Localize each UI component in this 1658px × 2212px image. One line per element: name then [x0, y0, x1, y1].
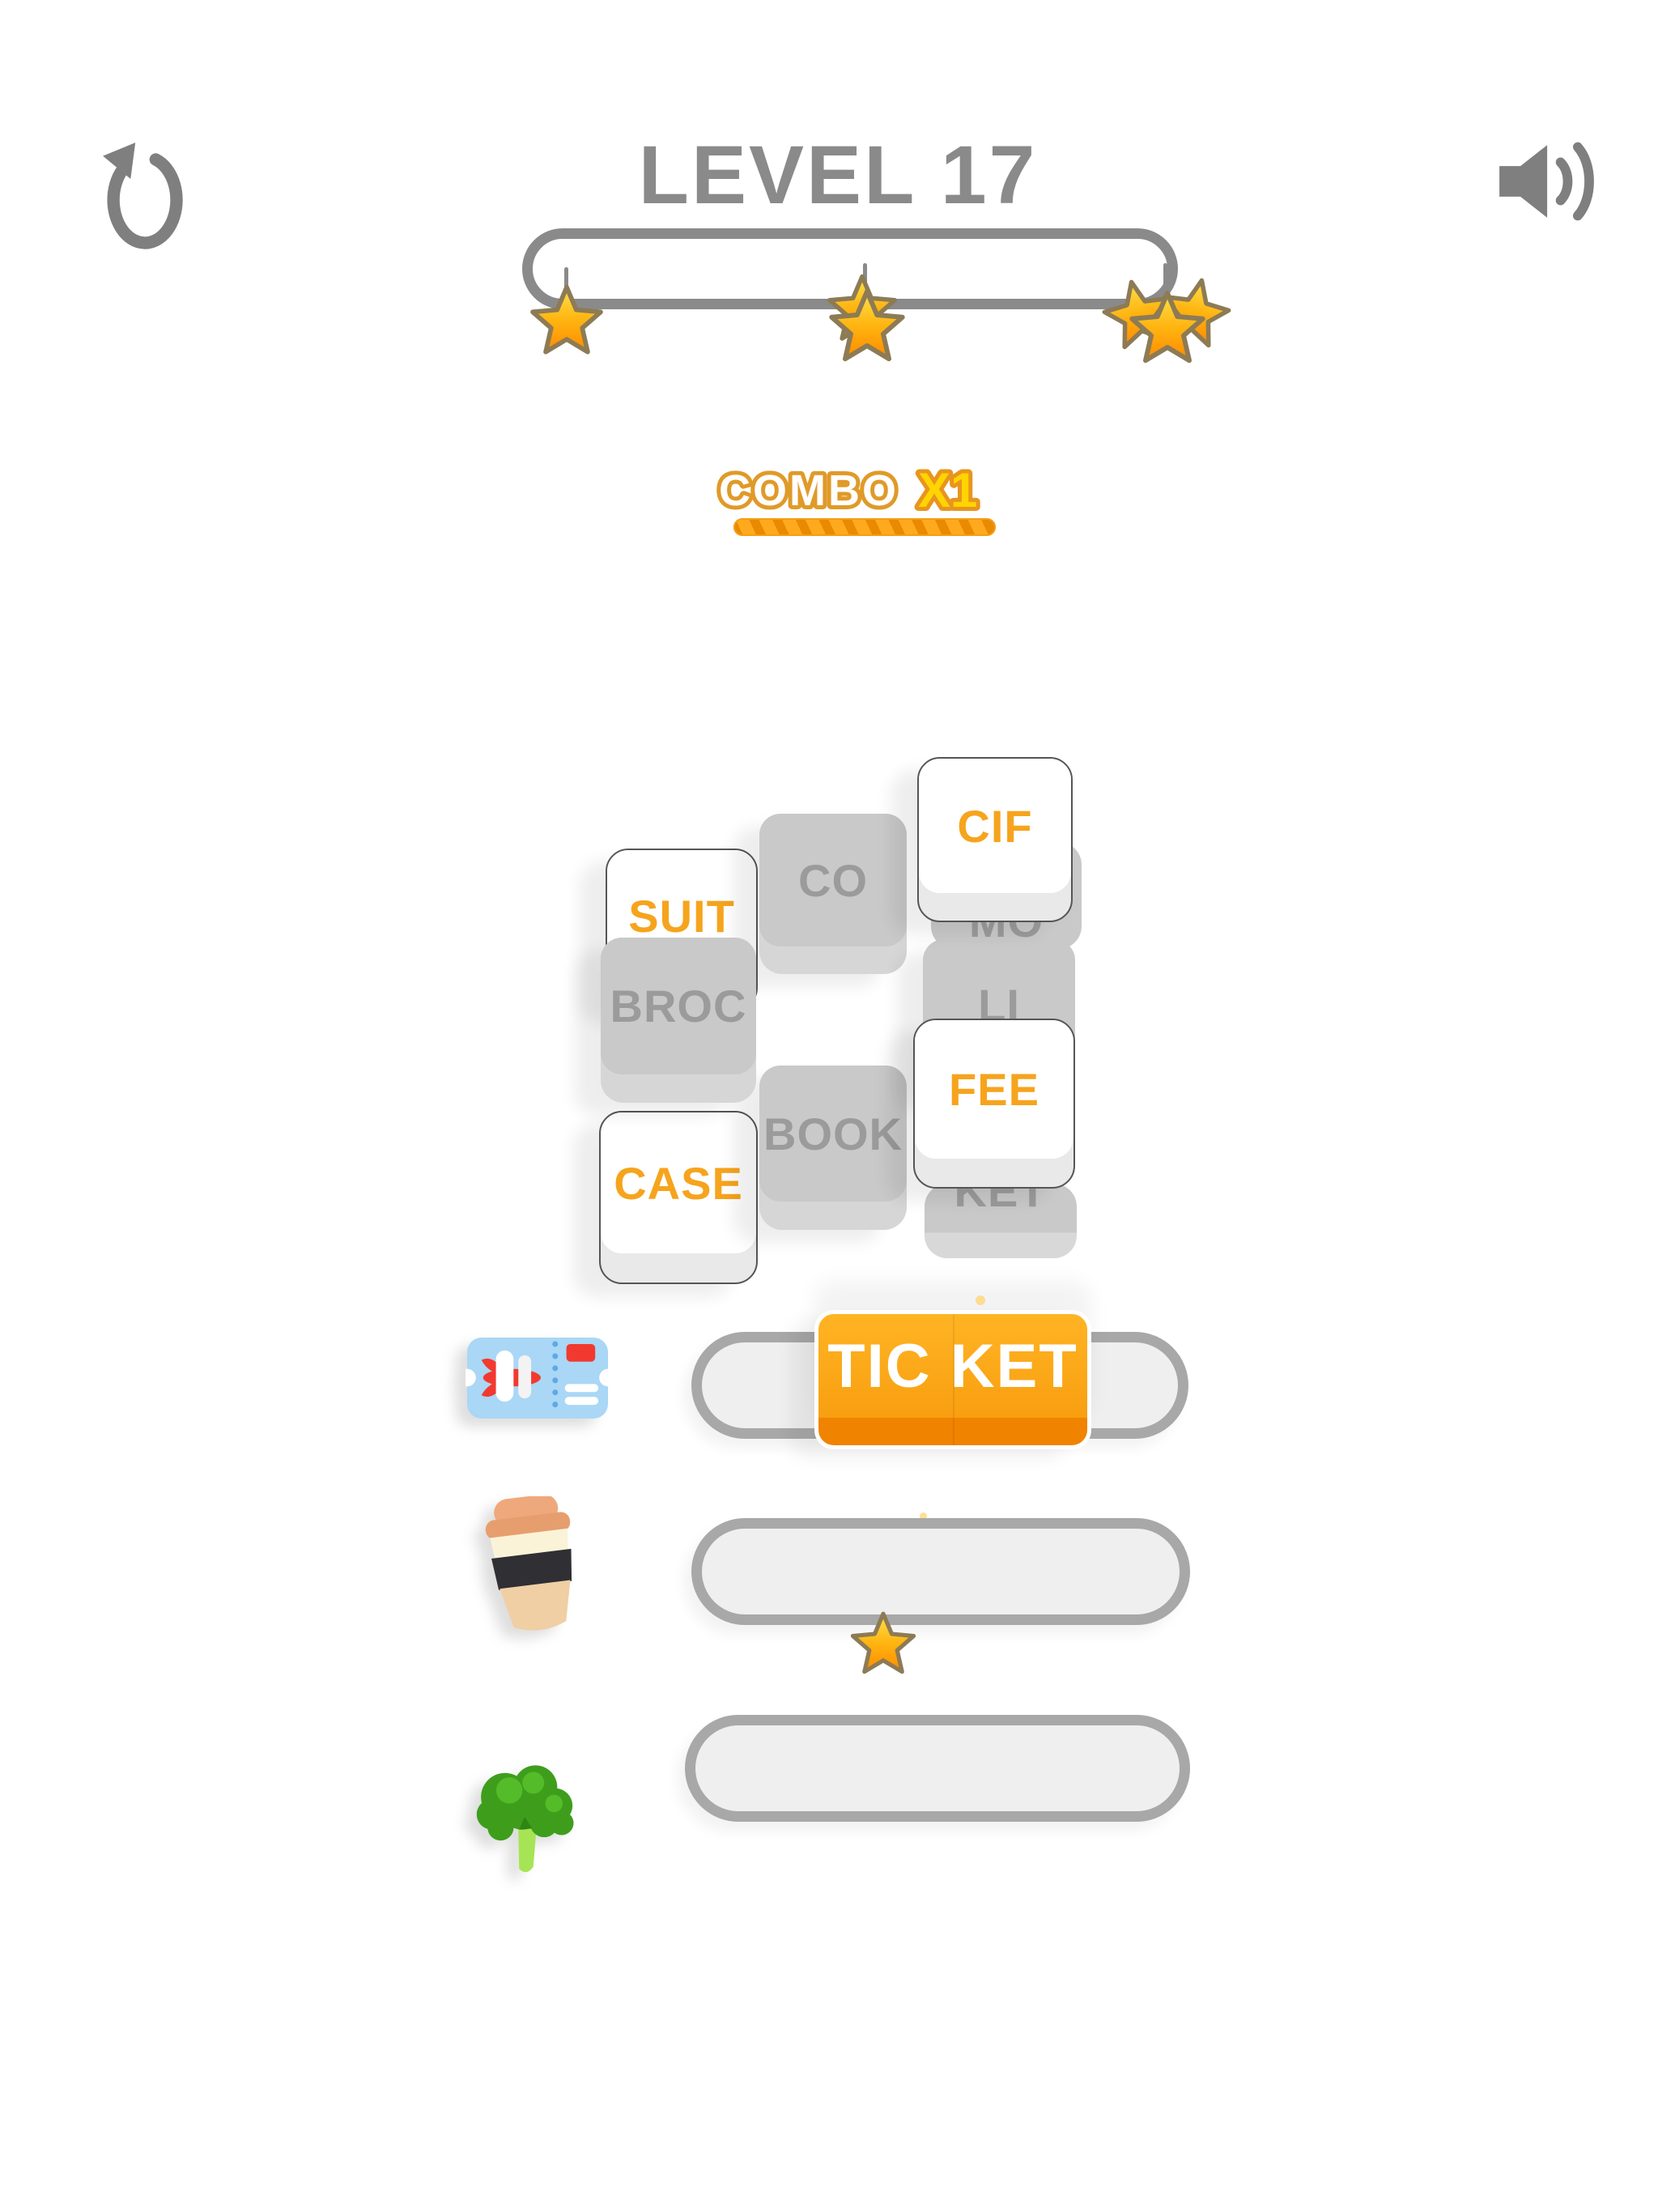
combo-indicator: COMBO X1 — [715, 459, 981, 521]
tile-letters: CO — [798, 854, 868, 906]
tile-letters: SUIT — [628, 890, 735, 942]
sparkle-dot — [920, 1512, 927, 1520]
tile-letters: BROC — [610, 981, 747, 1032]
tile-letters: FEE — [949, 1063, 1039, 1115]
combo-meter-bar — [733, 518, 996, 536]
milestone-3-stars-icon — [1099, 270, 1239, 374]
coffee-cup-icon — [485, 1496, 572, 1631]
board-tile-broc[interactable]: BROC — [601, 938, 756, 1103]
sparkle-dot — [976, 1295, 985, 1305]
tile-letters: CASE — [614, 1157, 743, 1209]
plane-ticket-icon — [466, 1338, 610, 1419]
solved-word-text: TIC KET — [827, 1331, 1078, 1401]
level-progress-bar — [522, 228, 1178, 309]
speaker-on-icon — [1499, 142, 1594, 221]
tile-letters: CIF — [957, 800, 1033, 852]
answer-slot-coffee — [691, 1518, 1190, 1625]
restart-arrow-icon — [103, 143, 183, 249]
board-tile-cif[interactable]: CIF — [917, 757, 1073, 922]
board-tile-case[interactable]: CASE — [599, 1111, 758, 1284]
board-tile-co[interactable]: CO — [759, 814, 907, 974]
page-title: LEVEL 17 — [638, 129, 1038, 221]
milestone-1-star-icon — [528, 280, 606, 363]
broccoli-icon — [476, 1765, 574, 1873]
solved-word-tile-ticket: TIC KET — [814, 1310, 1091, 1449]
tile-letters: KET — [954, 1184, 1048, 1216]
sound-button[interactable] — [1491, 134, 1613, 229]
restart-button[interactable] — [97, 131, 193, 259]
star-string — [1163, 263, 1167, 310]
milestone-2-stars-icon — [806, 272, 927, 371]
board-tile-fee[interactable]: FEE — [913, 1019, 1075, 1189]
tile-letters: BOOK — [763, 1108, 903, 1159]
board-tile-book[interactable]: BOOK — [759, 1066, 907, 1230]
star-icon — [848, 1608, 918, 1681]
combo-label: COMBO — [719, 466, 899, 515]
combo-multiplier: X1 — [918, 463, 977, 517]
board-tile-ket-hidden[interactable]: KET — [925, 1184, 1077, 1258]
answer-slot-broccoli — [685, 1715, 1190, 1822]
